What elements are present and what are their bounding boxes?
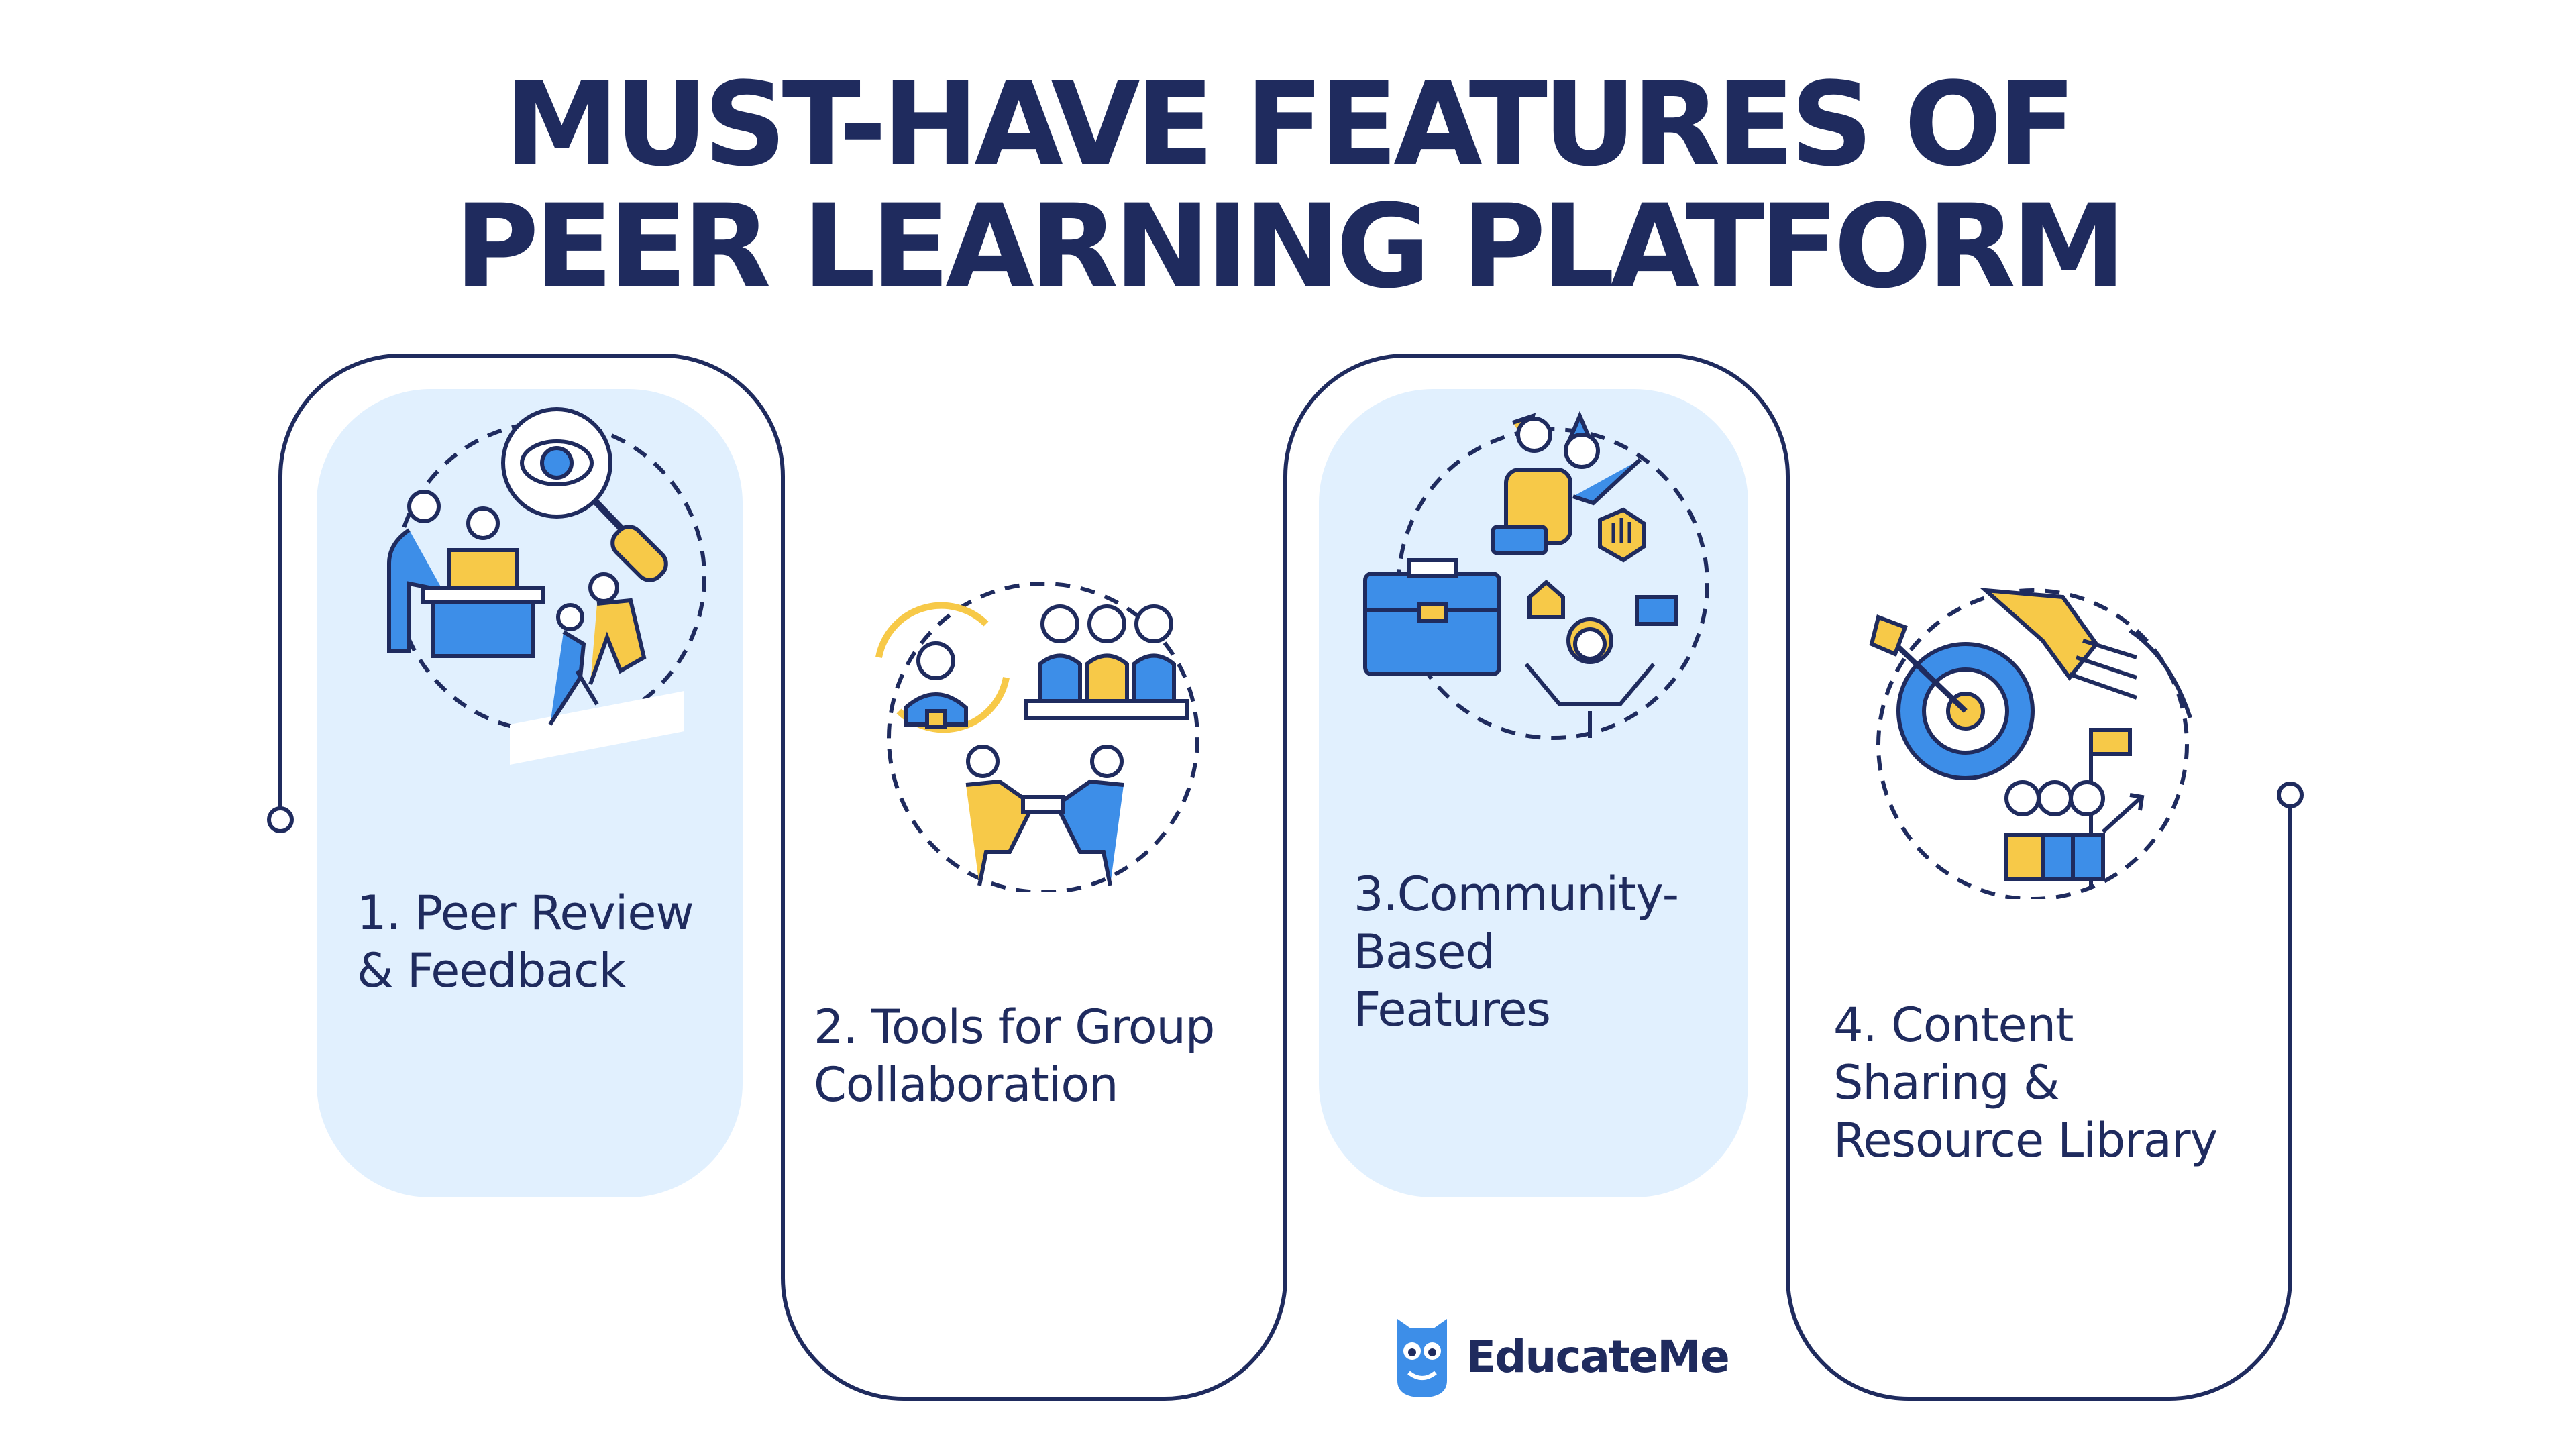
brand-name: EducateMe (1466, 1331, 1730, 1383)
title-line-1: MUST-HAVE FEATURES OF (504, 57, 2076, 192)
title-line-2: PEER LEARNING PLATFORM (454, 179, 2126, 314)
feature-4-line-3: Resource Library (1833, 1113, 2218, 1168)
feature-4-label: 4. Content Sharing & Resource Library (1833, 996, 2218, 1169)
outline-end-dot (2277, 782, 2304, 808)
feature-2-line-1: 2. Tools for Group (814, 1000, 1215, 1055)
feature-3-label: 3.Community- Based Features (1354, 865, 1679, 1038)
feature-3-line-1: 3.Community- (1354, 867, 1679, 922)
feature-3-line-3: Features (1354, 982, 1551, 1037)
feature-1-line-2: & Feedback (357, 943, 626, 998)
card-outline (278, 354, 2292, 1401)
feature-2-line-2: Collaboration (814, 1057, 1119, 1112)
brand-logo: EducateMe (1392, 1313, 1730, 1407)
outline-start-dot (267, 806, 294, 833)
owl-logo-icon (1397, 1319, 1447, 1397)
feature-3-line-2: Based (1354, 924, 1495, 979)
feature-1-line-1: 1. Peer Review (357, 885, 694, 941)
feature-4-line-2: Sharing & (1833, 1055, 2060, 1110)
page-title: MUST-HAVE FEATURES OF PEER LEARNING PLAT… (0, 64, 2576, 308)
community-icon (1363, 411, 1709, 740)
feature-1-label: 1. Peer Review & Feedback (357, 884, 694, 1000)
feature-2-label: 2. Tools for Group Collaboration (814, 998, 1215, 1114)
group-collaboration-icon (875, 582, 1199, 892)
feature-4-line-1: 4. Content (1833, 998, 2074, 1053)
content-sharing-icon (1869, 588, 2192, 899)
peer-review-icon (387, 407, 706, 765)
